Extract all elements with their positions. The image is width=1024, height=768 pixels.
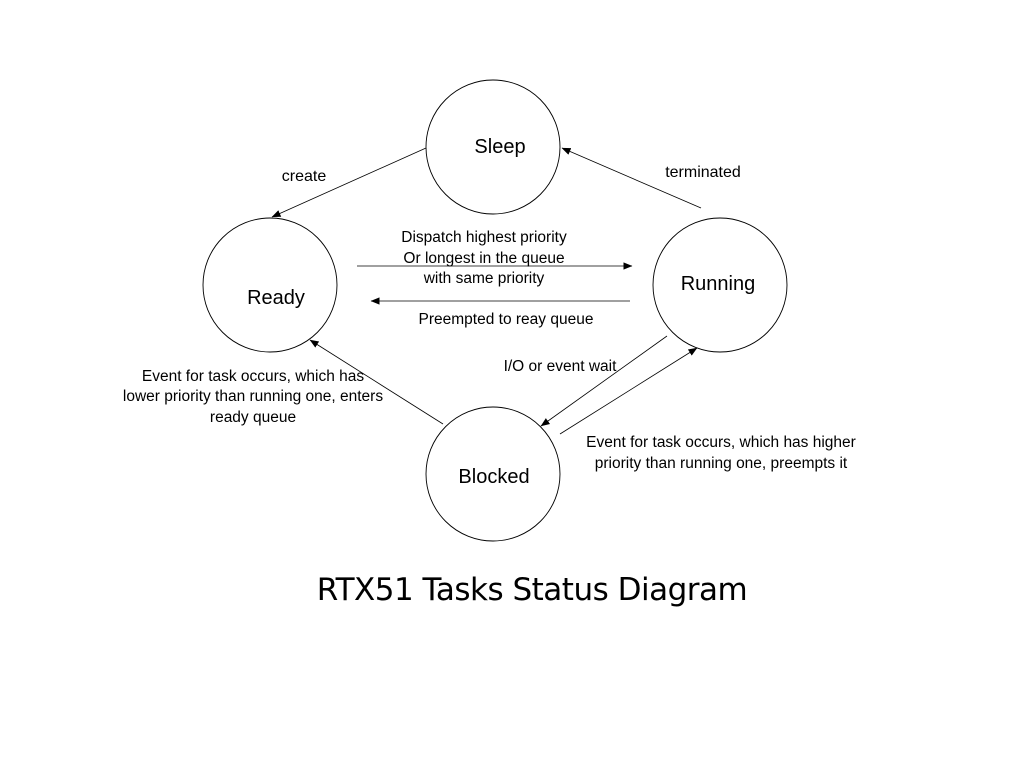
label-dispatch-line-2: Or longest in the queue <box>403 250 564 267</box>
label-preempted: Preempted to reay queue <box>419 311 594 328</box>
label-dispatch-line-3: with same priority <box>423 270 545 287</box>
edge-running-to-sleep <box>561 147 702 209</box>
state-sleep-circle <box>425 79 561 215</box>
edge-blocked-to-ready <box>309 339 444 425</box>
state-running-label: Running <box>681 273 756 295</box>
label-io-wait: I/O or event wait <box>504 358 618 375</box>
diagram-title: RTX51 Tasks Status Diagram <box>316 572 748 608</box>
label-event-higher: Event for task occurs, which has higher … <box>586 434 856 472</box>
edge-blocked-to-running <box>559 347 698 435</box>
label-event-lower: Event for task occurs, which has lower p… <box>123 368 383 426</box>
state-ready-label: Ready <box>247 287 305 309</box>
state-blocked-label: Blocked <box>458 466 529 488</box>
label-event-higher-line-2: priority than running one, preempts it <box>595 455 848 472</box>
state-sleep: Sleep <box>425 79 561 215</box>
edge-running-to-blocked <box>540 335 668 427</box>
state-ready: Ready <box>202 217 338 353</box>
state-blocked: Blocked <box>425 406 561 542</box>
state-sleep-label: Sleep <box>474 136 525 158</box>
state-blocked-circle <box>425 406 561 542</box>
label-dispatch: Dispatch highest priority Or longest in … <box>401 229 567 287</box>
label-event-higher-line-1: Event for task occurs, which has higher <box>586 434 856 451</box>
label-event-lower-line-2: lower priority than running one, enters <box>123 388 383 405</box>
label-event-lower-line-3: ready queue <box>210 409 296 426</box>
state-running: Running <box>652 217 788 353</box>
label-dispatch-line-1: Dispatch highest priority <box>401 229 567 246</box>
state-running-circle <box>652 217 788 353</box>
label-terminated: terminated <box>665 164 741 181</box>
state-ready-circle <box>202 217 338 353</box>
label-create: create <box>282 168 327 185</box>
edge-sleep-to-ready <box>271 147 427 218</box>
label-event-lower-line-1: Event for task occurs, which has <box>142 368 365 385</box>
